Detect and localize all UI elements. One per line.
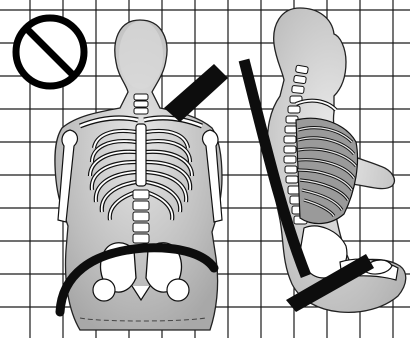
- front-sternum: [136, 124, 146, 186]
- front-hip-joint-left: [93, 279, 115, 301]
- no-symbol-icon: [16, 18, 84, 86]
- front-hip-joint-right: [167, 279, 189, 301]
- front-lumbar-spine: [133, 190, 149, 243]
- front-shoulder-belt: [164, 64, 228, 122]
- front-cervical-spine: [134, 94, 148, 114]
- side-view-figure: [244, 8, 406, 312]
- front-head: [119, 21, 163, 89]
